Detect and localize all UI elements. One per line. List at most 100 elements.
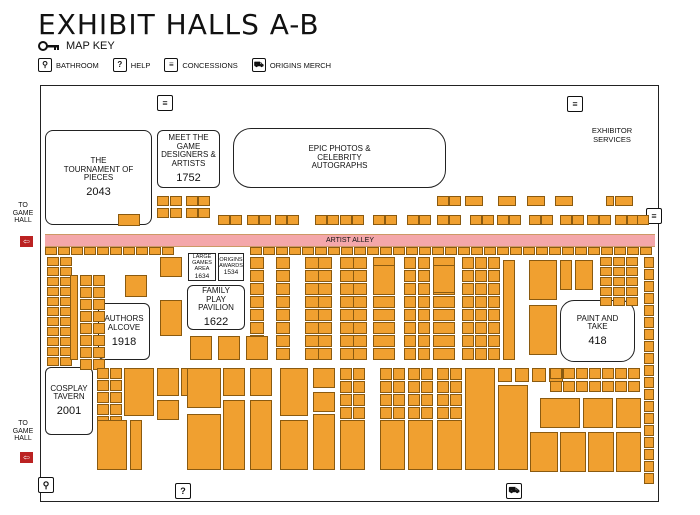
booth[interactable]	[318, 257, 332, 269]
booth[interactable]	[450, 381, 462, 393]
booth[interactable]	[218, 215, 230, 225]
booth[interactable]	[488, 296, 500, 308]
booth[interactable]	[276, 270, 290, 282]
booth[interactable]	[45, 247, 57, 255]
booth[interactable]	[353, 270, 367, 282]
booth[interactable]	[380, 368, 392, 380]
booth[interactable]	[600, 257, 612, 266]
booth[interactable]	[418, 257, 430, 269]
booth[interactable]	[157, 400, 179, 420]
booth[interactable]	[93, 299, 105, 310]
booth[interactable]	[432, 247, 444, 255]
booth[interactable]	[450, 394, 462, 406]
booth[interactable]	[616, 398, 641, 428]
booth[interactable]	[170, 196, 182, 206]
booth[interactable]	[497, 247, 509, 255]
booth[interactable]	[408, 381, 420, 393]
booth[interactable]	[313, 368, 335, 388]
booth[interactable]	[47, 357, 59, 366]
booth[interactable]	[484, 247, 496, 255]
booth[interactable]	[450, 407, 462, 419]
booth[interactable]	[549, 247, 561, 255]
booth[interactable]	[404, 322, 416, 334]
booth[interactable]	[437, 196, 449, 206]
booth[interactable]	[550, 381, 562, 392]
booth[interactable]	[562, 247, 574, 255]
booth[interactable]	[418, 283, 430, 295]
booth[interactable]	[498, 385, 528, 470]
booth[interactable]	[600, 297, 612, 306]
booth[interactable]	[354, 247, 366, 255]
booth[interactable]	[644, 449, 654, 460]
booth[interactable]	[318, 270, 332, 282]
booth[interactable]	[449, 196, 461, 206]
exhibitor-services[interactable]: EXHIBITOR SERVICES	[591, 126, 633, 144]
booth[interactable]	[563, 381, 575, 392]
booth[interactable]	[576, 368, 588, 379]
booth[interactable]	[318, 283, 332, 295]
booth[interactable]	[125, 275, 147, 297]
booth[interactable]	[627, 247, 639, 255]
booth[interactable]	[644, 365, 654, 376]
booth[interactable]	[532, 368, 546, 382]
booth[interactable]	[380, 394, 392, 406]
booth[interactable]	[340, 322, 354, 334]
booth[interactable]	[130, 420, 142, 470]
photos-area[interactable]: EPIC PHOTOS & CELEBRITY AUTOGRAPHS	[233, 128, 446, 188]
booth[interactable]	[187, 414, 221, 470]
booth[interactable]	[305, 335, 319, 347]
booth[interactable]	[353, 381, 365, 393]
booth[interactable]	[340, 309, 354, 321]
booth[interactable]	[393, 394, 405, 406]
booth[interactable]	[437, 407, 449, 419]
booth[interactable]	[305, 283, 319, 295]
booth[interactable]	[404, 270, 416, 282]
booth[interactable]	[186, 196, 198, 206]
booth[interactable]	[462, 309, 474, 321]
booth[interactable]	[259, 215, 271, 225]
booth[interactable]	[475, 309, 487, 321]
booth[interactable]	[644, 425, 654, 436]
booth[interactable]	[475, 335, 487, 347]
booth[interactable]	[529, 215, 541, 225]
booth[interactable]	[110, 392, 122, 403]
booth[interactable]	[80, 335, 92, 346]
booth[interactable]	[340, 283, 354, 295]
booth[interactable]	[600, 267, 612, 276]
booth[interactable]	[599, 215, 611, 225]
booth[interactable]	[218, 336, 240, 360]
booth[interactable]	[613, 287, 625, 296]
booth[interactable]	[407, 215, 419, 225]
booth[interactable]	[198, 196, 210, 206]
booth[interactable]	[615, 381, 627, 392]
booth[interactable]	[419, 215, 431, 225]
booth[interactable]	[313, 392, 335, 412]
booth[interactable]	[97, 420, 127, 470]
booth[interactable]	[644, 461, 654, 472]
bathroom-icon[interactable]: ⚲	[38, 477, 54, 493]
booth[interactable]	[589, 368, 601, 379]
booth[interactable]	[250, 309, 264, 321]
booth[interactable]	[110, 368, 122, 379]
booth[interactable]	[97, 392, 109, 403]
booth[interactable]	[250, 400, 272, 470]
booth[interactable]	[588, 432, 614, 472]
booth[interactable]	[626, 267, 638, 276]
booth[interactable]	[276, 322, 290, 334]
booth[interactable]	[287, 215, 299, 225]
booth[interactable]	[445, 247, 457, 255]
booth[interactable]	[421, 368, 433, 380]
booth[interactable]	[80, 359, 92, 370]
booth[interactable]	[305, 309, 319, 321]
booth[interactable]	[340, 270, 354, 282]
concessions-icon[interactable]: ≡	[567, 96, 583, 112]
booth[interactable]	[404, 335, 416, 347]
booth[interactable]	[289, 247, 301, 255]
booth[interactable]	[318, 322, 332, 334]
booth[interactable]	[644, 353, 654, 364]
concessions-icon[interactable]: ≡	[157, 95, 173, 111]
booth[interactable]	[421, 381, 433, 393]
booth[interactable]	[110, 380, 122, 391]
booth[interactable]	[644, 437, 654, 448]
booth[interactable]	[340, 348, 354, 360]
